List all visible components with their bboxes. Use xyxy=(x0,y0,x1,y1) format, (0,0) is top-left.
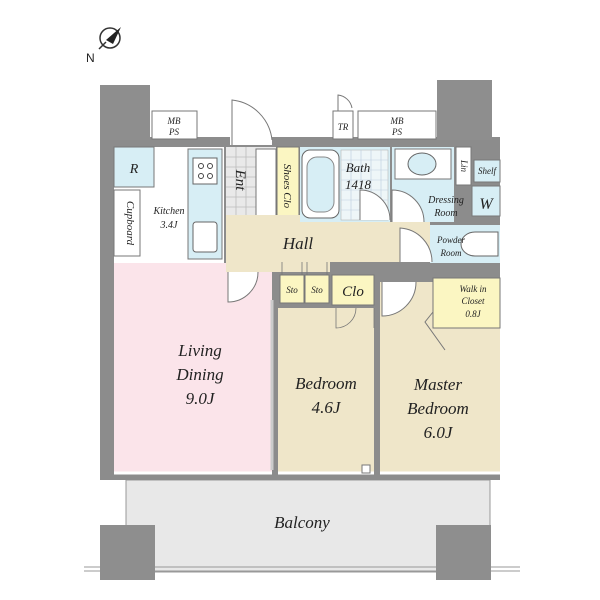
pillar-bottom-right xyxy=(436,525,491,580)
living-label-1: Living xyxy=(177,341,221,360)
pillar-top-left xyxy=(100,85,150,140)
pillar-bottom-left xyxy=(100,525,155,580)
mbps-right-label-2: PS xyxy=(391,127,402,137)
bedroom-label-1: Bedroom xyxy=(295,374,357,393)
balcony-label: Balcony xyxy=(274,513,330,532)
wic-label-3: 0.8J xyxy=(465,309,481,319)
bedroom-label-2: 4.6J xyxy=(312,398,342,417)
master-label-2: Bedroom xyxy=(407,399,469,418)
bath-label-2: 1418 xyxy=(345,177,372,192)
compass-north-label: N xyxy=(86,51,95,65)
linen-label: Lin xyxy=(459,159,469,173)
entrance-label: Ent xyxy=(232,169,248,192)
closet-label: Clo xyxy=(342,284,364,300)
tr-label: TR xyxy=(338,122,349,132)
washer-label: W xyxy=(479,196,494,213)
kitchen-label-2: 3.4J xyxy=(160,220,179,231)
hall-label: Hall xyxy=(282,234,314,253)
cupboard xyxy=(113,189,141,257)
storage-2 xyxy=(304,274,330,304)
dressing-label-1: Dressing xyxy=(427,195,464,206)
compass-icon: N xyxy=(86,27,121,65)
closet xyxy=(331,274,375,306)
wic-label-2: Closet xyxy=(461,296,485,306)
hall xyxy=(226,215,430,272)
shoes-closet-label: Shoes Clo xyxy=(281,164,293,209)
walk-in-closet xyxy=(432,277,501,329)
living-label-2: Dining xyxy=(175,365,223,384)
kitchen-sink xyxy=(192,221,218,253)
living-label-3: 9.0J xyxy=(186,389,216,408)
storage-1 xyxy=(279,274,305,304)
mbps-left-label-1: MB xyxy=(167,116,181,126)
washer xyxy=(471,185,501,217)
storage-label-2: Sto xyxy=(311,285,323,295)
powder-label-1: Powder xyxy=(436,235,465,245)
entrance-door-swing xyxy=(231,99,273,145)
master-label-3: 6.0J xyxy=(424,423,454,442)
bath-label-1: Bath xyxy=(346,160,371,175)
mbps-left xyxy=(151,110,198,140)
mbps-left-label-2: PS xyxy=(168,127,179,137)
fridge-label: R xyxy=(129,162,139,177)
dressing-label-2: Room xyxy=(433,208,457,219)
bedroom xyxy=(278,308,374,473)
shelf-label: Shelf xyxy=(478,166,497,176)
shelf xyxy=(473,159,501,183)
linen-closet xyxy=(455,146,472,186)
tr-shaft xyxy=(332,110,354,140)
balcony-area xyxy=(125,479,491,573)
pillar-top-right xyxy=(437,80,492,140)
toilet xyxy=(460,231,499,257)
master-label-1: Master xyxy=(413,375,463,394)
mbps-right-label-1: MB xyxy=(390,116,404,126)
storage-label-1: Sto xyxy=(286,285,298,295)
living-dining-room xyxy=(114,263,272,473)
wic-label-1: Walk in xyxy=(460,284,487,294)
kitchen-label-1: Kitchen xyxy=(152,206,184,217)
powder-label-2: Room xyxy=(440,248,462,258)
fridge xyxy=(113,146,155,188)
entrance-exterior xyxy=(230,100,272,145)
stove xyxy=(192,157,218,185)
mbps-right xyxy=(357,110,437,140)
cupboard-label: Cupboard xyxy=(124,201,136,246)
bath-door-swing xyxy=(359,189,391,221)
